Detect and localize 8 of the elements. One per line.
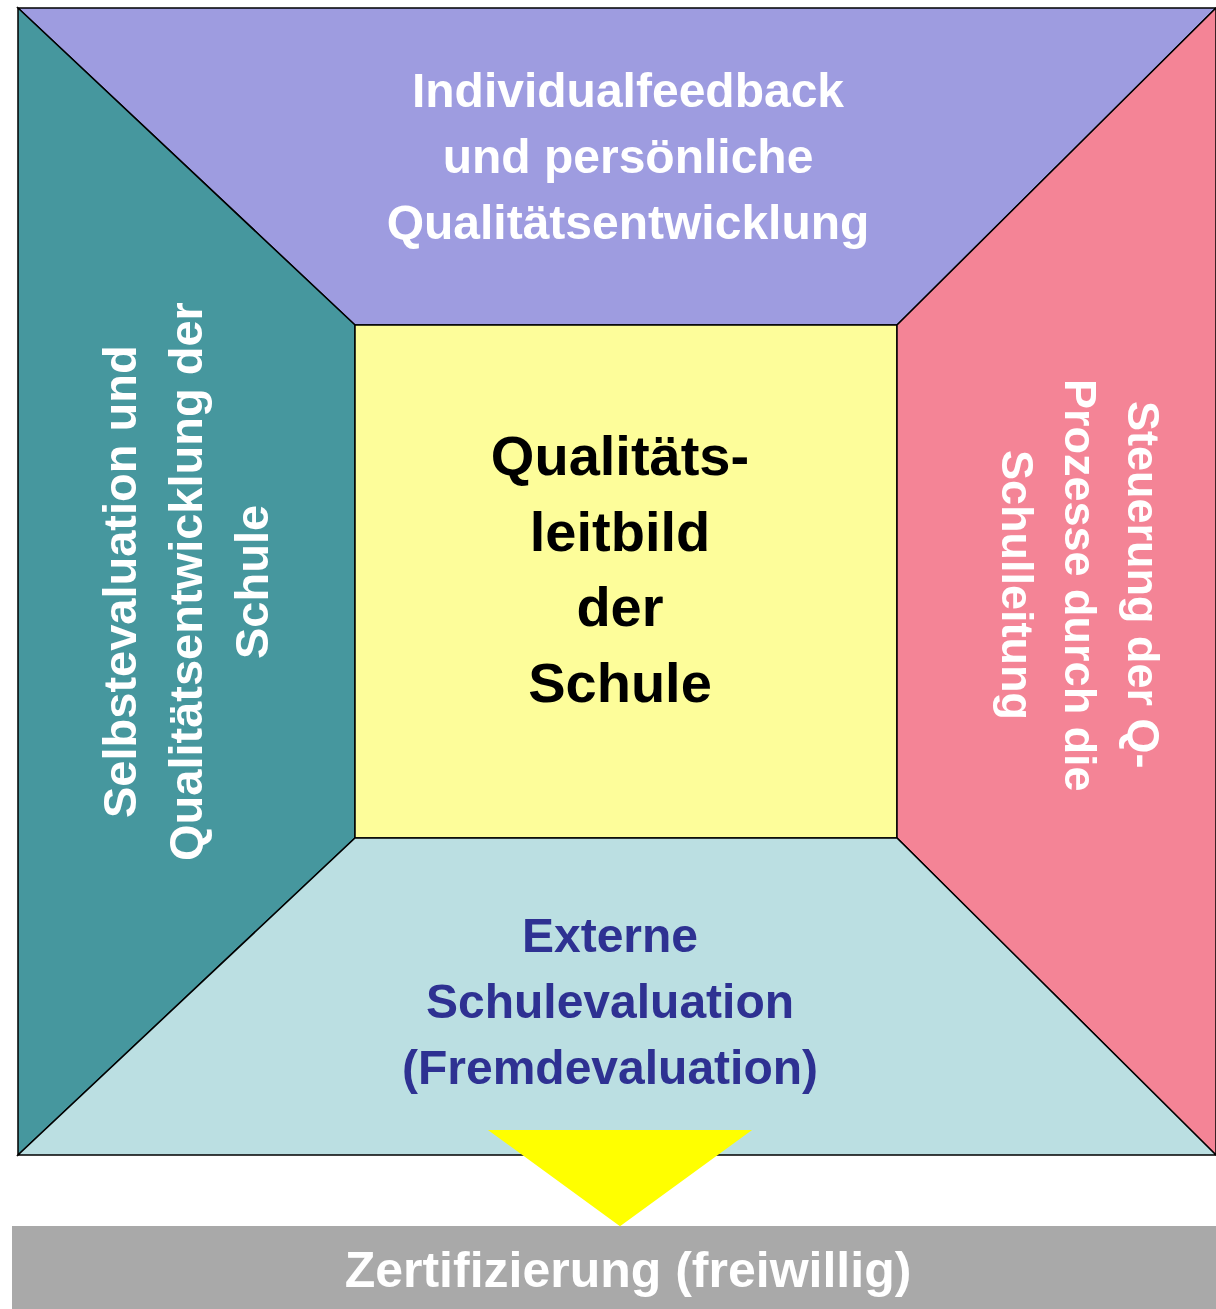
node-text: Selbstevaluation und Qualitätsentwicklung der Schule [92, 302, 279, 862]
node-text: Qualitäts- leitbild der Schule [490, 423, 750, 716]
node-text: Externe Schulevaluation (Fremdevaluation) [400, 908, 820, 1097]
banner-bar [12, 1226, 1216, 1309]
node-text: Steuerung der Q-Prozesse durch die Schulleitung [990, 377, 1170, 794]
node-text: Zertifizierung (freiwillig) [344, 1241, 912, 1300]
arrow [487, 1130, 753, 1227]
node-text: Individualfeedback und persönliche Qualitätsentwicklung [385, 63, 871, 252]
